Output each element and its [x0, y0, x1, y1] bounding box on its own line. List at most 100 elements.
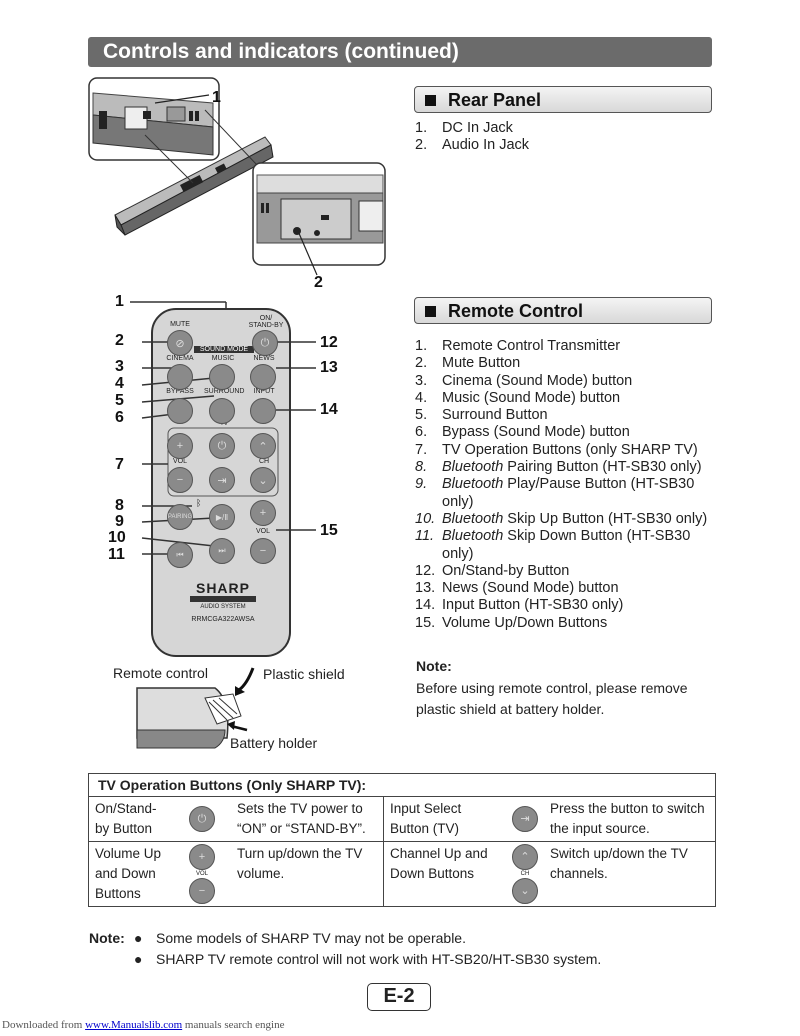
plastic-shield-label: Plastic shield	[263, 666, 345, 682]
vol-down-icon: −	[189, 878, 215, 904]
cinema-button[interactable]	[167, 364, 193, 390]
tv-vol-up-button[interactable]: +	[167, 433, 193, 459]
list-item: 11.Bluetooth Skip Down Button (HT-SB30	[415, 528, 691, 545]
brand-label: SHARP	[195, 580, 250, 596]
rear-callout-1: 1	[212, 89, 221, 106]
news-button[interactable]	[250, 364, 276, 390]
pairing-button[interactable]: PAIRING	[167, 504, 193, 530]
vol-icon-label: VOL	[195, 871, 208, 877]
remote-control-header: Remote Control	[414, 297, 712, 324]
remote-illustration: MUTE ON/ STAND-BY SOUND MODE CINEMA MUSI…	[110, 290, 350, 660]
list-item: 1.DC In Jack	[415, 120, 513, 136]
channel-desc: Switch up/down the TV channels.	[550, 841, 716, 907]
input-button[interactable]	[250, 398, 276, 424]
onstandby-desc: Sets the TV power to “ON” or “STAND-BY”.	[231, 796, 384, 842]
input-select-desc: Press the button to switch the input sou…	[550, 796, 716, 842]
vol-down-button[interactable]: −	[250, 538, 276, 564]
bullet-icon: ●	[134, 951, 143, 967]
tv-vol-down-button[interactable]: −	[167, 467, 193, 493]
music-button[interactable]	[209, 364, 235, 390]
bullet-icon: ●	[134, 930, 143, 946]
page-title: Controls and indicators (continued)	[88, 37, 712, 67]
remote-callout-4: 4	[115, 375, 124, 392]
ch-up-icon: ⌃	[512, 844, 538, 870]
remote-callout-12: 12	[320, 334, 338, 351]
power-icon: ⏻	[189, 806, 215, 832]
bypass-label: BYPASS	[166, 388, 194, 395]
list-item: 6.Bypass (Sound Mode) button	[415, 424, 630, 441]
input-icon: ⇥	[512, 806, 538, 832]
volume-name: Volume Up and Down Buttons	[88, 841, 173, 907]
tv-ch-down-button[interactable]: ⌄	[250, 467, 276, 493]
bottom-note-label: Note:	[89, 930, 125, 946]
remote-callout-5: 5	[115, 392, 124, 409]
surround-label: SURROUND	[204, 388, 245, 395]
remote-callout-9: 9	[115, 513, 124, 530]
list-item: 12.On/Stand-by Button	[415, 562, 570, 579]
remote-callout-2: 2	[115, 332, 124, 349]
list-item: 5.Surround Button	[415, 407, 548, 424]
list-item: 14.Input Button (HT-SB30 only)	[415, 597, 624, 614]
tv-ch-up-button[interactable]: ⌃	[250, 433, 276, 459]
rear-callout-2: 2	[314, 274, 323, 291]
list-item: 10.Bluetooth Skip Up Button (HT-SB30 onl…	[415, 510, 708, 527]
channel-name: Channel Up and Down Buttons	[383, 841, 500, 907]
vol-label: VOL	[172, 458, 187, 465]
tv-input-button[interactable]: ⇥	[209, 467, 235, 493]
tv-label: TV	[220, 421, 228, 427]
ch-down-icon: ⌄	[512, 878, 538, 904]
battery-remote-label: Remote control	[113, 665, 208, 681]
battery-note-title: Note:	[416, 658, 452, 674]
list-item: 1.Remote Control Transmitter	[415, 338, 621, 354]
list-item: 9.Bluetooth Play/Pause Button (HT-SB30	[415, 476, 695, 493]
list-item: 4.Music (Sound Mode) button	[415, 389, 621, 406]
remote-callout-13: 13	[320, 359, 338, 376]
onstandby-label-2: STAND-BY	[248, 322, 284, 329]
audio-system-label: AUDIO SYSTEM	[200, 604, 246, 610]
square-bullet-icon	[425, 95, 436, 106]
battery-illustration	[136, 667, 255, 749]
vol-label-2: VOL	[255, 528, 270, 535]
mute-label: MUTE	[170, 321, 190, 328]
input-select-name: Input Select Button (TV)	[383, 796, 500, 842]
remote-callout-14: 14	[320, 401, 338, 418]
remote-callout-3: 3	[115, 358, 124, 375]
tv-power-button[interactable]: ⏻	[209, 433, 235, 459]
manualslib-link[interactable]: www.Manualslib.com	[85, 1019, 183, 1031]
surround-button[interactable]	[209, 398, 235, 424]
model-label: RRMCGA322AWSA	[191, 616, 255, 623]
table-row: Volume Up and Down Buttons + VOL − Turn …	[88, 841, 716, 907]
skip-down-button[interactable]: ⏮	[167, 542, 193, 568]
bottom-note-item: ●SHARP TV remote control will not work w…	[134, 951, 602, 967]
table-row: On/Stand-by Button ⏻ Sets the TV power t…	[88, 796, 716, 842]
footer: Downloaded from www.Manualslib.com manua…	[2, 1019, 285, 1031]
onstandby-button[interactable]: ⏻	[252, 330, 278, 356]
bluetooth-icon: ᛒ	[196, 498, 202, 508]
onstandby-name: On/Stand-by Button	[88, 796, 173, 842]
tv-operation-table: TV Operation Buttons (Only SHARP TV): On…	[88, 773, 716, 907]
vol-up-button[interactable]: +	[250, 500, 276, 526]
remote-callout-7: 7	[115, 456, 124, 473]
bypass-button[interactable]	[167, 398, 193, 424]
news-label: NEWS	[253, 355, 275, 362]
onstandby-label-1: ON/	[259, 315, 273, 322]
mute-button[interactable]: ⊘	[167, 330, 193, 356]
skip-up-button[interactable]: ⏭	[209, 538, 235, 564]
rear-panel-illustration	[88, 77, 386, 276]
list-item: only)	[442, 545, 474, 562]
list-item: 2.Audio In Jack	[415, 137, 530, 154]
list-item: 15.Volume Up/Down Buttons	[415, 614, 608, 631]
battery-note-text: Before using remote control, please remo…	[416, 680, 688, 717]
input-label: INPUT	[253, 388, 275, 395]
list-item: 7.TV Operation Buttons (only SHARP TV)	[415, 441, 698, 458]
music-label: MUSIC	[211, 355, 235, 362]
play-pause-button[interactable]: ▶/Ⅱ	[209, 504, 235, 530]
cinema-label: CINEMA	[166, 355, 194, 362]
list-item: 2.Mute Button	[415, 355, 521, 372]
tv-table-title: TV Operation Buttons (Only SHARP TV):	[88, 773, 716, 797]
list-item: only)	[442, 493, 474, 510]
list-item: 13.News (Sound Mode) button	[415, 580, 619, 597]
volume-desc: Turn up/down the TV volume.	[231, 841, 384, 907]
remote-control-list: 1.Remote Control Transmitter 2.Mute Butt…	[415, 338, 725, 632]
rear-panel-header: Rear Panel	[414, 86, 712, 113]
